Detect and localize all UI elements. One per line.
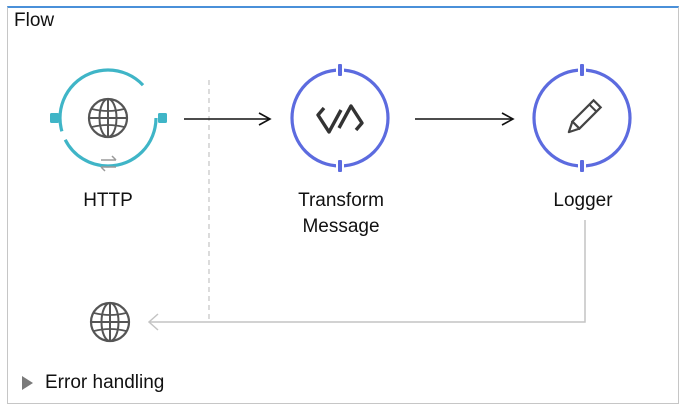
http-listener-node[interactable] [50,68,167,172]
dataweave-icon [316,104,364,134]
exchange-arrows-icon [100,155,117,172]
error-handling-label: Error handling [45,372,165,393]
transform-node-label-line2: Message [302,216,380,237]
globe-icon [89,301,131,343]
expand-triangle-icon[interactable] [22,376,33,390]
response-return-line [150,220,586,323]
response-return-arrowhead [147,313,159,331]
http-node-label: HTTP [83,190,133,211]
logger-node-label: Logger [553,190,613,211]
logger-node[interactable] [532,62,632,174]
error-handling-row[interactable]: Error handling [22,372,164,394]
globe-icon [87,97,129,139]
pencil-icon [567,98,603,134]
transform-node-label-line1: Transform [298,190,384,211]
transform-message-node[interactable] [290,62,390,174]
flow-title: Flow [14,10,55,31]
http-response-node[interactable] [89,301,131,343]
